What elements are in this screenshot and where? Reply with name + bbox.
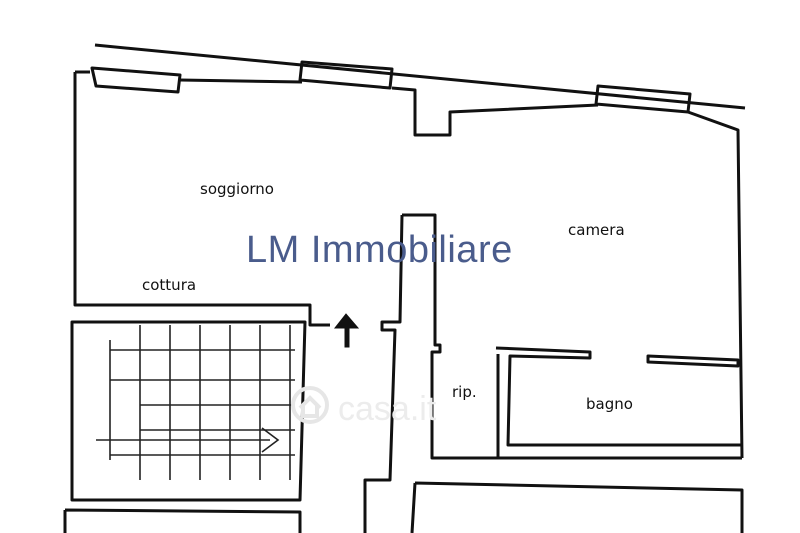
- room-label-soggiorno: soggiorno: [200, 180, 274, 198]
- corridor-wall: [402, 213, 742, 460]
- rip-partition: [495, 346, 742, 447]
- corridor-wall-left: [363, 214, 404, 533]
- exterior-wall-top: [94, 43, 746, 110]
- window-left: [90, 66, 182, 94]
- exterior-wall-upper: [75, 70, 744, 459]
- lower-wall-bottom: [63, 508, 302, 533]
- room-label-camera: camera: [568, 221, 625, 239]
- watermark-text: LM Immobiliare: [246, 229, 513, 271]
- arrow-up-icon: [333, 313, 360, 348]
- room-label-rip: rip.: [452, 383, 477, 401]
- room-label-bagno: bagno: [586, 395, 633, 413]
- exterior-wall-left: [73, 72, 330, 327]
- lower-wall-right: [410, 481, 744, 533]
- lower-wall-left: [70, 320, 307, 502]
- window-middle: [298, 60, 394, 90]
- svg-text:casa.it: casa.it: [338, 390, 437, 428]
- casa-logo-icon: casa.it: [291, 386, 437, 428]
- staircase-icon: [96, 325, 295, 480]
- bagno-door-wall: [646, 354, 740, 368]
- room-label-cottura: cottura: [142, 276, 197, 294]
